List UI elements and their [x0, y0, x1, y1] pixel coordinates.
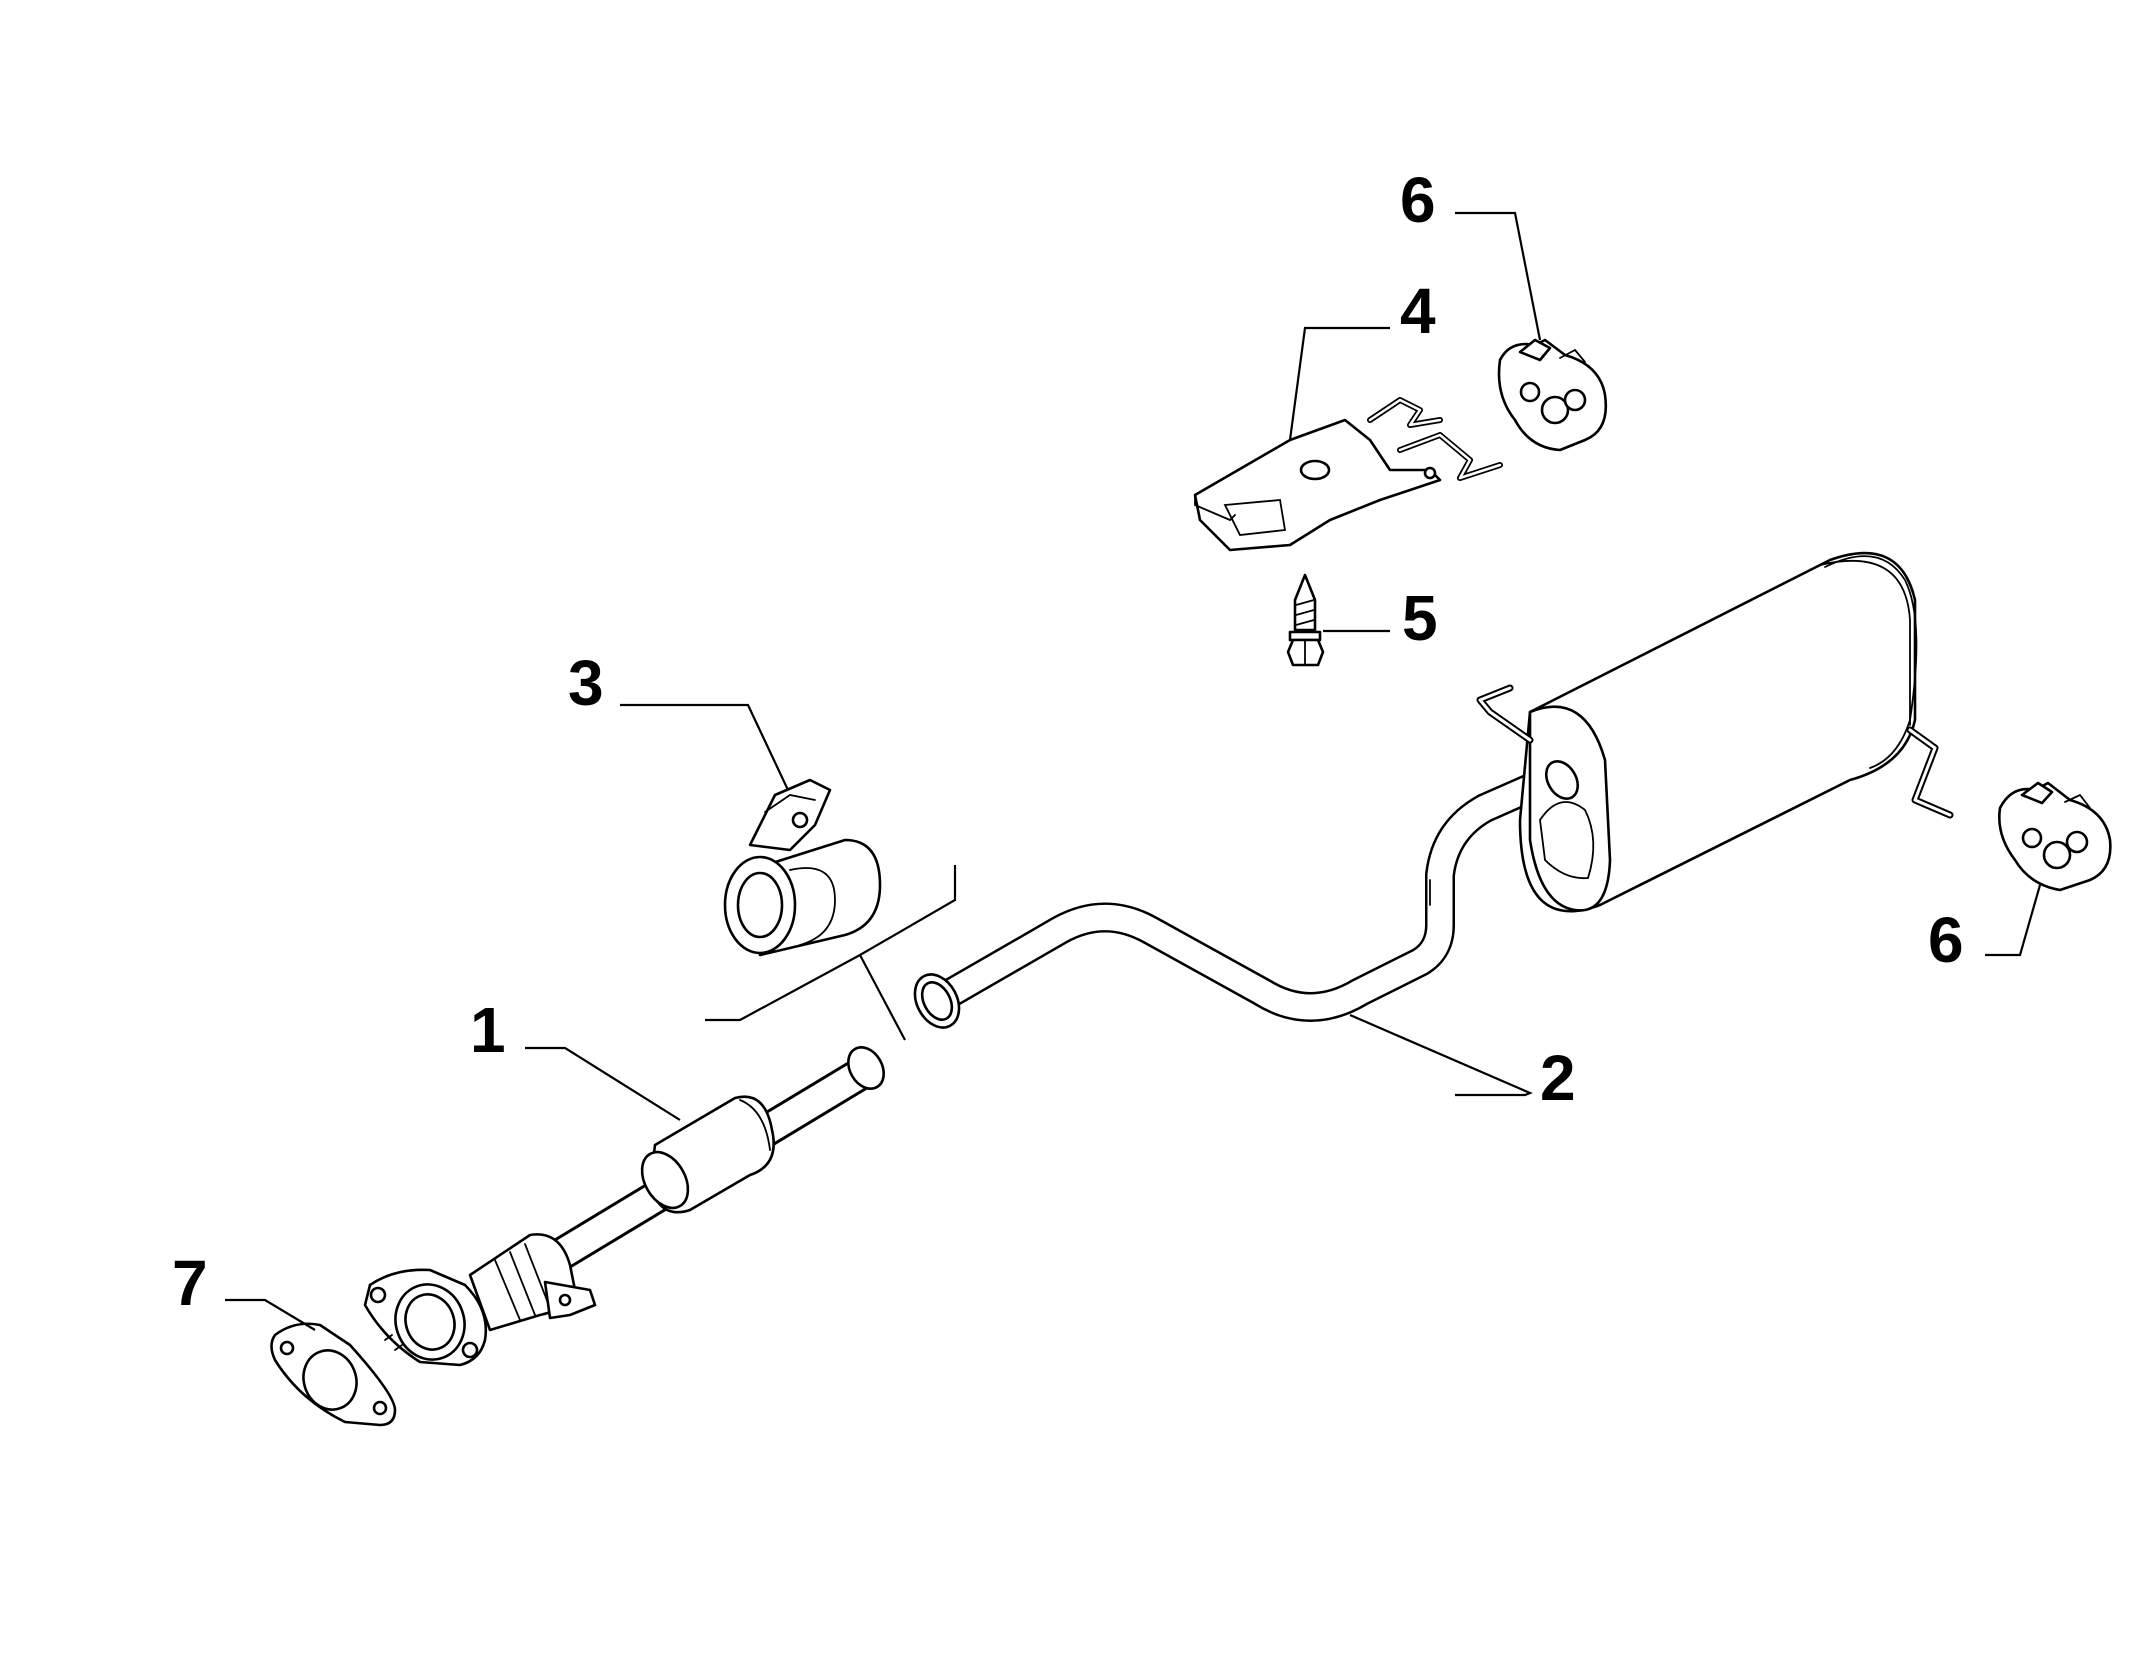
rubber-hanger-part-lower — [1998, 781, 2112, 892]
leader-lines — [225, 211, 2042, 1331]
callout-6-lower: 6 — [1928, 904, 1964, 976]
flange-gasket-part — [270, 1322, 403, 1427]
pipe-clamp-part — [723, 778, 882, 957]
callout-3: 3 — [568, 647, 604, 719]
callout-5: 5 — [1402, 582, 1438, 654]
mounting-bracket-part — [1193, 397, 1503, 552]
callout-1: 1 — [470, 994, 506, 1066]
front-pipe-catalyst-part — [363, 1046, 885, 1367]
callout-7: 7 — [172, 1247, 208, 1319]
rear-pipe-silencer-part — [913, 551, 1954, 1029]
rubber-hanger-part-upper — [1497, 338, 1608, 452]
callout-2: 2 — [1540, 1042, 1576, 1114]
callout-4: 4 — [1400, 275, 1436, 347]
screw-bolt-part — [1286, 573, 1325, 667]
assembly-break-lines — [705, 865, 957, 1041]
callout-6-upper: 6 — [1400, 164, 1436, 236]
